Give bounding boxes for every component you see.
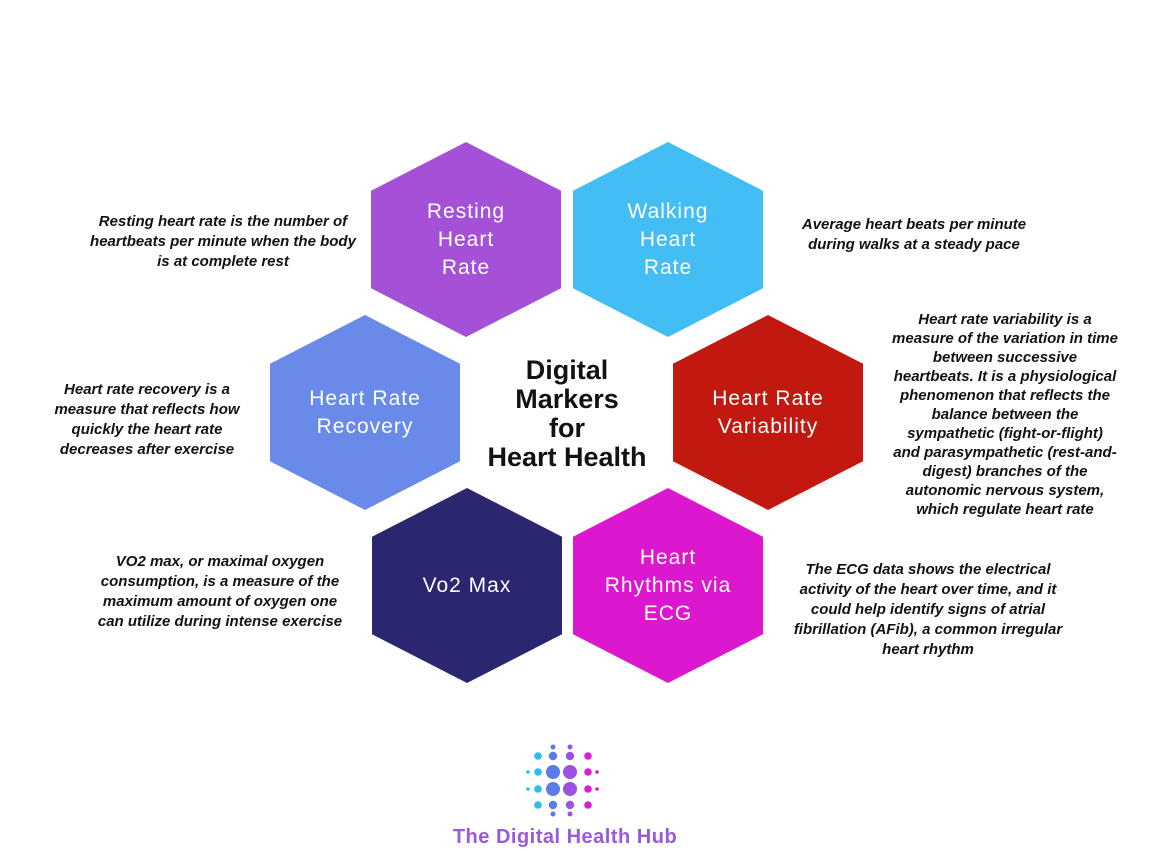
description-vo2-max: VO2 max, or maximal oxygen consumption, … bbox=[97, 553, 343, 630]
brand-name: The Digital Health Hub bbox=[452, 826, 678, 848]
logo-dot bbox=[546, 765, 560, 779]
brand-logo-dots-icon bbox=[526, 744, 599, 817]
logo-dot bbox=[526, 770, 530, 774]
logo-dot bbox=[563, 782, 577, 796]
logo-dot bbox=[567, 811, 573, 817]
logo-dot bbox=[548, 751, 558, 761]
logo-dot bbox=[567, 744, 573, 750]
hexagon-label: Heart Rate Variability bbox=[712, 386, 824, 438]
logo-dot bbox=[563, 765, 577, 779]
hexagon-label: Walking Heart Rate bbox=[627, 199, 709, 279]
logo-dot bbox=[550, 744, 556, 750]
description-resting-heart-rate: Resting heart rate is the number of hear… bbox=[90, 213, 356, 270]
hexagon-resting-heart-rate: Resting Heart Rate bbox=[371, 142, 561, 337]
logo-dot bbox=[565, 800, 575, 810]
page-title: Digital Markers for Heart Health bbox=[487, 355, 647, 472]
hexagon-heart-rate-variability: Heart Rate Variability bbox=[673, 315, 863, 510]
description-walking-heart-rate: Average heart beats per minute during wa… bbox=[801, 216, 1027, 253]
logo-dot bbox=[534, 768, 542, 776]
description-heart-rate-recovery: Heart rate recovery is a measure that re… bbox=[54, 381, 240, 458]
logo-dot bbox=[534, 785, 542, 793]
logo-dot bbox=[584, 752, 592, 760]
hexagon-label: Heart Rhythms via ECG bbox=[604, 545, 732, 625]
logo-dot bbox=[595, 787, 599, 791]
description-heart-rhythms-via-ecg: The ECG data shows the electrical activi… bbox=[793, 561, 1063, 658]
logo-dot bbox=[584, 801, 592, 809]
logo-dot bbox=[534, 801, 542, 809]
hexagon-walking-heart-rate: Walking Heart Rate bbox=[573, 142, 763, 337]
hexagon-heart-rhythms-via-ecg: Heart Rhythms via ECG bbox=[573, 488, 763, 683]
logo-dot bbox=[526, 787, 530, 791]
logo-dot bbox=[534, 752, 542, 760]
hexagon-vo2-max: Vo2 Max bbox=[372, 488, 562, 683]
hexagon-label: Vo2 Max bbox=[422, 573, 512, 597]
logo-dot bbox=[584, 768, 592, 776]
description-heart-rate-variability: Heart rate variability is a measure of t… bbox=[892, 311, 1118, 518]
logo-dot bbox=[548, 800, 558, 810]
hexagon-heart-rate-recovery: Heart Rate Recovery bbox=[270, 315, 460, 510]
logo-dot bbox=[546, 782, 560, 796]
logo-dot bbox=[595, 770, 599, 774]
hexagon-label: Heart Rate Recovery bbox=[309, 386, 421, 438]
logo-dot bbox=[565, 751, 575, 761]
logo-dot bbox=[584, 785, 592, 793]
hexagon-label: Resting Heart Rate bbox=[426, 199, 506, 279]
logo-dot bbox=[550, 811, 556, 817]
